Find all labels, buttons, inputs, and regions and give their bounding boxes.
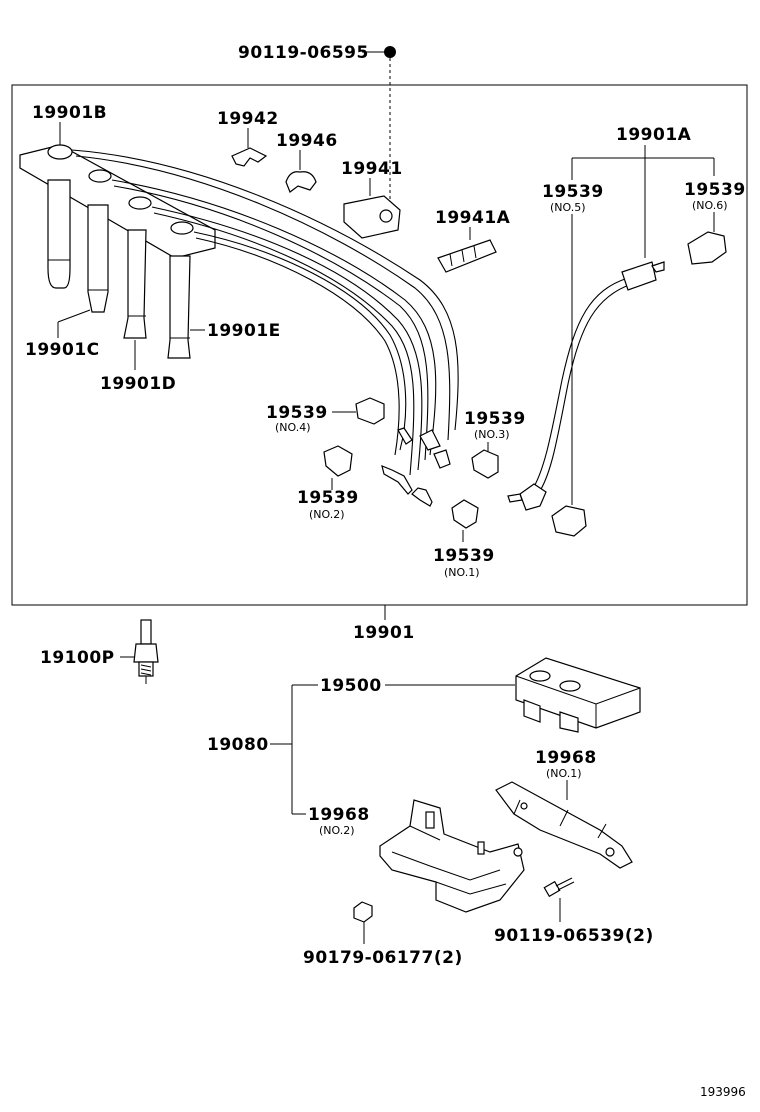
spark-plug-icon xyxy=(133,619,159,684)
label-19539-no1[interactable]: 19539 xyxy=(433,546,495,566)
label-90119-06539[interactable]: 90119-06539(2) xyxy=(494,926,654,946)
label-19539-no6[interactable]: 19539 xyxy=(684,180,746,200)
bracket-no2 xyxy=(379,799,525,913)
label-19539-no3[interactable]: 19539 xyxy=(464,409,526,429)
label-19946[interactable]: 19946 xyxy=(276,131,338,151)
label-no3: (NO.3) xyxy=(474,428,510,441)
label-19968-no1[interactable]: 19968 xyxy=(535,748,597,768)
label-19901D[interactable]: 19901D xyxy=(100,374,176,394)
label-19539-no5[interactable]: 19539 xyxy=(542,182,604,202)
label-19100P[interactable]: 19100P xyxy=(40,648,115,668)
grommet-no4 xyxy=(355,397,385,425)
label-90179-06177[interactable]: 90179-06177(2) xyxy=(303,948,463,968)
nut-icon xyxy=(353,901,373,923)
plug-cord-boots xyxy=(19,144,216,359)
ignition-coil xyxy=(515,657,641,733)
label-19901E[interactable]: 19901E xyxy=(207,321,281,341)
label-no1: (NO.1) xyxy=(444,566,480,579)
bolt-marker-icon xyxy=(384,46,396,58)
label-19500[interactable]: 19500 xyxy=(320,676,382,696)
label-19941A[interactable]: 19941A xyxy=(435,208,511,228)
label-no5: (NO.5) xyxy=(550,201,586,214)
label-19941[interactable]: 19941 xyxy=(341,159,403,179)
clamp-19941A xyxy=(437,239,497,273)
grommet-no3 xyxy=(471,449,499,479)
assembly-frame xyxy=(11,84,748,606)
label-19539-no2[interactable]: 19539 xyxy=(297,488,359,508)
label-19901[interactable]: 19901 xyxy=(353,623,415,643)
clamp-19942 xyxy=(231,147,268,167)
grommet-no2 xyxy=(323,445,353,477)
label-19942[interactable]: 19942 xyxy=(217,109,279,129)
grommet-no1 xyxy=(451,499,479,529)
label-90119-06595[interactable]: 90119-06595 xyxy=(238,43,369,63)
label-no2: (NO.2) xyxy=(309,508,345,521)
bolt-icon xyxy=(543,877,575,898)
label-19901B[interactable]: 19901B xyxy=(32,103,107,123)
clamp-19941 xyxy=(343,195,401,239)
label-19080[interactable]: 19080 xyxy=(207,735,269,755)
label-no2-bracket: (NO.2) xyxy=(319,824,355,837)
clamp-19946 xyxy=(285,171,317,193)
label-no6: (NO.6) xyxy=(692,199,728,212)
label-no1-bracket: (NO.1) xyxy=(546,767,582,780)
diagram-reference-number: 193996 xyxy=(700,1085,746,1099)
ignition-wires xyxy=(71,149,459,476)
label-19968-no2[interactable]: 19968 xyxy=(308,805,370,825)
wire-19901A xyxy=(507,231,727,537)
plug-terminals xyxy=(381,427,451,507)
label-19901C[interactable]: 19901C xyxy=(25,340,100,360)
label-19901A[interactable]: 19901A xyxy=(616,125,692,145)
label-no4: (NO.4) xyxy=(275,421,311,434)
bracket-no1 xyxy=(495,781,633,869)
label-19539-no4[interactable]: 19539 xyxy=(266,403,328,423)
